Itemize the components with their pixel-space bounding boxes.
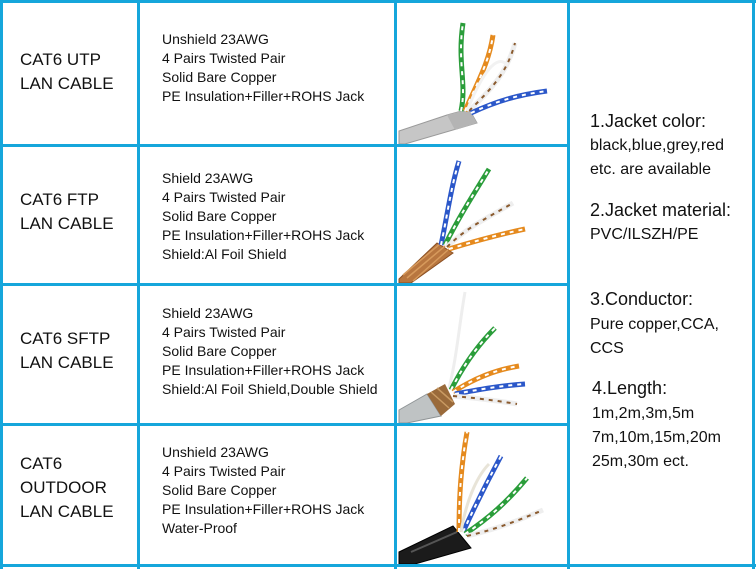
spec-line: Solid Bare Copper <box>162 208 277 224</box>
spec-line: 4 Pairs Twisted Pair <box>162 463 286 479</box>
grid-row-divider-2 <box>0 283 570 286</box>
grid-border-bottom <box>0 564 756 567</box>
product-name-utp: CAT6 UTP LAN CABLE <box>20 50 114 93</box>
note-title-conductor: 3.Conductor: <box>590 289 694 309</box>
grid-border-right <box>752 0 755 569</box>
product-specs-outdoor: Unshield 23AWG 4 Pairs Twisted Pair Soli… <box>162 443 364 538</box>
sftp-cable-photo <box>397 286 567 423</box>
spec-line: PE Insulation+Filler+ROHS Jack <box>162 88 365 104</box>
note-body-jacket-color: black,blue,grey,red etc. are available <box>590 137 724 178</box>
grid-row-divider-1 <box>0 144 570 147</box>
note-body-length: 1m,2m,3m,5m 7m,10m,15m,20m 25m,30m ect. <box>592 405 721 470</box>
spec-line: PE Insulation+Filler+ROHS Jack <box>162 501 365 517</box>
spec-line: 4 Pairs Twisted Pair <box>162 189 286 205</box>
spec-line: Shield 23AWG <box>162 170 254 186</box>
product-name-outdoor: CAT6 OUTDOOR LAN CABLE <box>20 454 114 521</box>
note-body-conductor: Pure copper,CCA, CCS <box>590 316 719 357</box>
product-specs-sftp: Shield 23AWG 4 Pairs Twisted Pair Solid … <box>162 304 378 399</box>
product-specs-ftp: Shield 23AWG 4 Pairs Twisted Pair Solid … <box>162 169 364 264</box>
spec-line: Shield:Al Foil Shield <box>162 246 287 262</box>
spec-line: PE Insulation+Filler+ROHS Jack <box>162 227 365 243</box>
spec-line: Unshield 23AWG <box>162 31 269 47</box>
spec-line: Solid Bare Copper <box>162 343 277 359</box>
product-specs-utp: Unshield 23AWG 4 Pairs Twisted Pair Soli… <box>162 30 364 106</box>
note-title-length: 4.Length: <box>592 378 668 398</box>
spec-line: Shield 23AWG <box>162 305 254 321</box>
note-title-jacket-color: 1.Jacket color: <box>590 111 707 131</box>
product-name-ftp: CAT6 FTP LAN CABLE <box>20 190 114 233</box>
note-title-jacket-material: 2.Jacket material: <box>590 200 732 220</box>
utp-cable-photo <box>397 3 567 144</box>
product-name-sftp: CAT6 SFTP LAN CABLE <box>20 329 114 372</box>
spec-line: Unshield 23AWG <box>162 444 269 460</box>
spec-line: 4 Pairs Twisted Pair <box>162 50 286 66</box>
spec-line: PE Insulation+Filler+ROHS Jack <box>162 362 365 378</box>
spec-line: Solid Bare Copper <box>162 482 277 498</box>
ftp-cable-photo <box>397 147 567 283</box>
outdoor-cable-photo <box>397 426 567 564</box>
spec-line: Solid Bare Copper <box>162 69 277 85</box>
spec-line: Shield:Al Foil Shield,Double Shield <box>162 381 378 397</box>
spec-line: Water-Proof <box>162 520 237 536</box>
grid-border-top <box>0 0 756 3</box>
spec-line: 4 Pairs Twisted Pair <box>162 324 286 340</box>
grid-row-divider-3 <box>0 423 570 426</box>
note-body-jacket-material: PVC/ILSZH/PE <box>590 226 699 243</box>
